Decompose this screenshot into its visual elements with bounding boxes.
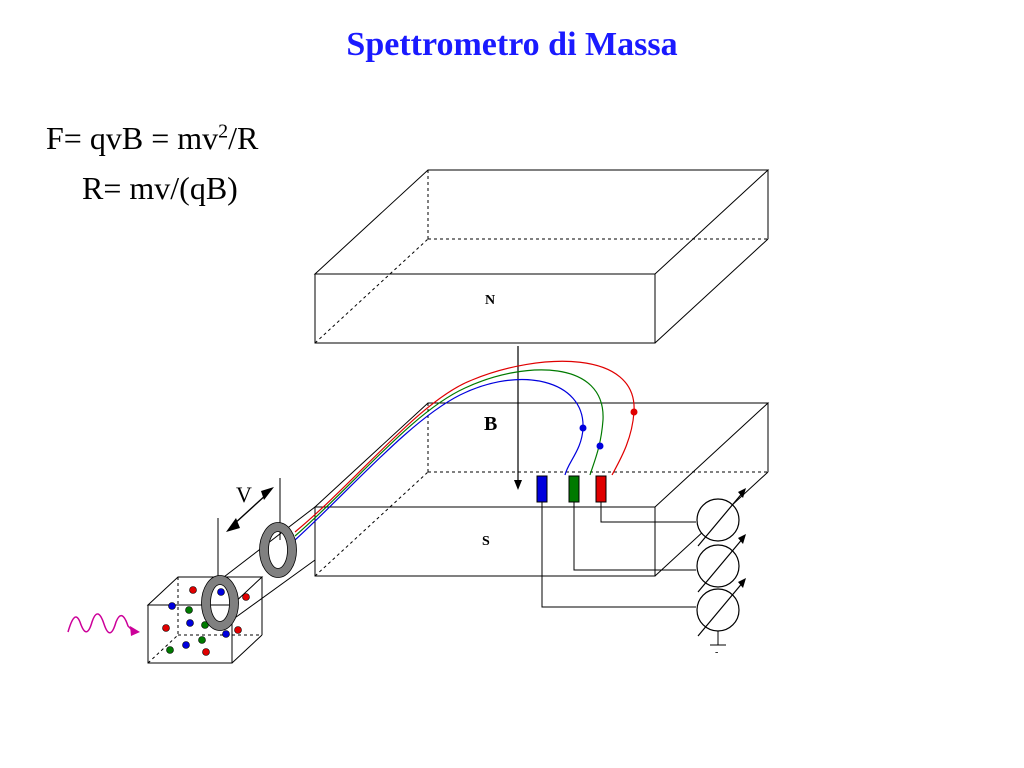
blue-ion-dot xyxy=(596,442,604,450)
red-ion-path xyxy=(294,360,635,533)
source-ions xyxy=(162,586,250,656)
force-formula-main: F= qvB = mv xyxy=(46,120,219,156)
field-label: B xyxy=(484,413,497,435)
ground-label: - xyxy=(715,647,718,658)
radius-formula: R= mv/(qB) xyxy=(82,170,238,206)
force-formula-exponent: 2 xyxy=(218,120,229,143)
ionizing-wave xyxy=(67,613,140,636)
force-formula: F= qvB = mv2/R xyxy=(46,120,258,157)
meter-2 xyxy=(696,534,746,593)
green-ion-path xyxy=(294,369,604,537)
voltage-arrow xyxy=(226,487,274,532)
red-ion-dot xyxy=(630,408,638,416)
meter-3 xyxy=(696,578,746,637)
blue-ion-path xyxy=(294,378,584,541)
accelerating-ring-2 xyxy=(259,522,297,578)
accelerating-ring-1 xyxy=(201,575,239,631)
north-magnet xyxy=(313,169,770,344)
green-collector xyxy=(568,475,580,503)
blue-ion-dot xyxy=(579,424,587,432)
meter-1 xyxy=(696,488,746,547)
ion-trajectories xyxy=(294,360,635,541)
force-formula-tail: /R xyxy=(228,120,259,156)
blue-collector xyxy=(536,475,548,503)
field-arrow xyxy=(514,346,522,490)
north-label: N xyxy=(485,293,495,308)
south-label: S xyxy=(482,534,490,549)
south-magnet xyxy=(313,402,770,577)
red-collector xyxy=(595,475,607,503)
page-title: Spettrometro di Massa xyxy=(346,26,678,63)
voltage-label: V xyxy=(236,482,252,507)
detector-wires xyxy=(541,502,726,646)
ion-source-box xyxy=(146,576,264,664)
